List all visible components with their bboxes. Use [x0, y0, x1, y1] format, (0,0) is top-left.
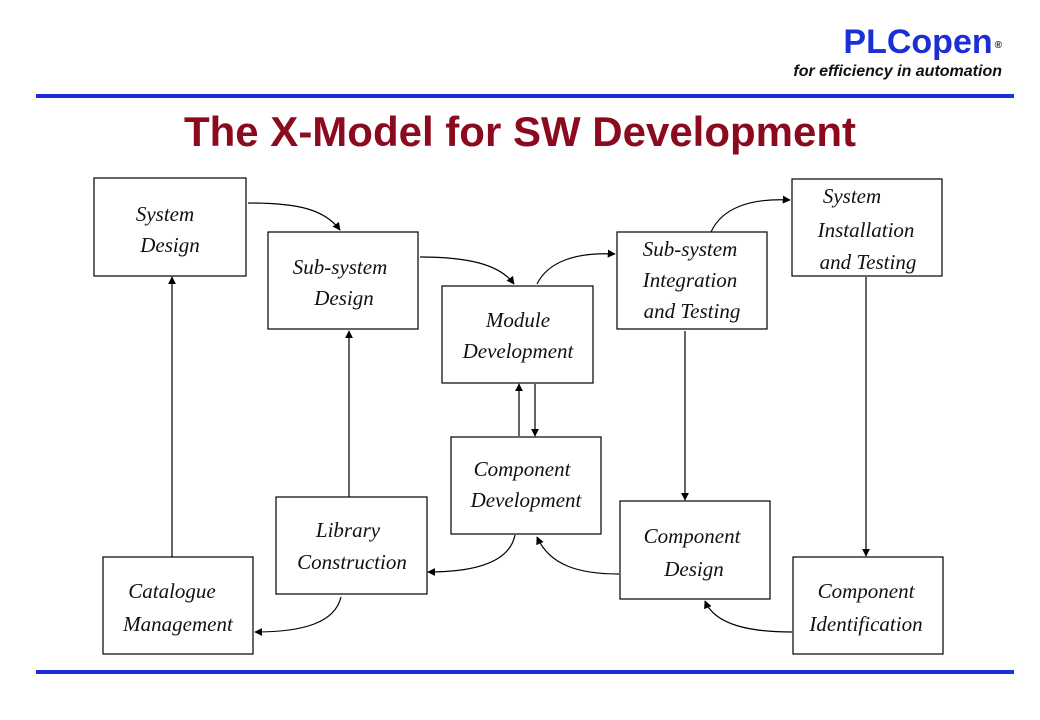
brand-tagline: for efficiency in automation: [793, 63, 1002, 80]
subsystem-integration-line2: Integration: [642, 268, 738, 292]
registered-mark: ®: [994, 40, 1002, 51]
arrow-library-to-catalogue: [254, 596, 342, 636]
system-installation-box: System Installation and Testing: [791, 178, 943, 277]
component-design-line2: Design: [663, 557, 724, 581]
system-design-box: System Design: [93, 177, 247, 277]
subsystem-design-box: Sub-system Design: [267, 231, 419, 330]
subsystem-integration-box: Sub-system Integration and Testing: [616, 231, 768, 330]
plcopen-logo: PLCopen® for efficiency in automation: [793, 24, 1002, 82]
top-divider: [36, 94, 1014, 98]
arrow-subsystem-to-module: [419, 256, 515, 285]
subsystem-design-line1: Sub-system: [293, 255, 387, 279]
subsystem-design-line2: Design: [313, 286, 374, 310]
component-development-line2: Development: [470, 488, 583, 512]
system-installation-line1: System: [823, 184, 881, 208]
bottom-divider: [36, 670, 1014, 674]
arrow-system-to-subsystem-design: [247, 202, 341, 231]
catalogue-management-line2: Management: [122, 612, 234, 636]
component-design-box: Component Design: [619, 500, 771, 600]
catalogue-management-box: Catalogue Management: [102, 556, 254, 655]
module-development-line2: Development: [462, 339, 575, 363]
component-identification-line2: Identification: [808, 612, 922, 636]
subsystem-integration-line1: Sub-system: [643, 237, 737, 261]
arrow-component-dev-to-library: [427, 534, 516, 576]
component-development-line1: Component: [474, 457, 572, 481]
catalogue-management-line1: Catalogue: [128, 579, 216, 603]
system-installation-line3: and Testing: [820, 250, 917, 274]
library-construction-box: Library Construction: [275, 496, 428, 595]
arrow-component-design-to-development: [536, 536, 620, 575]
slide-title: The X-Model for SW Development: [183, 108, 857, 155]
component-development-box: Component Development: [450, 436, 602, 535]
module-development-box: Module Development: [441, 285, 594, 384]
arrow-module-to-integration: [536, 249, 616, 285]
system-design-line1: System: [136, 202, 194, 226]
component-design-line1: Component: [644, 524, 742, 548]
subsystem-integration-line3: and Testing: [644, 299, 741, 323]
library-construction-line1: Library: [315, 518, 381, 542]
system-design-line2: Design: [139, 233, 200, 257]
arrow-integration-to-installation: [710, 195, 791, 233]
library-construction-line2: Construction: [297, 550, 407, 574]
brand-name: PLCopen: [843, 23, 993, 61]
module-development-line1: Module: [485, 308, 550, 332]
component-identification-line1: Component: [818, 579, 916, 603]
system-installation-line2: Installation: [817, 218, 915, 242]
arrow-identification-to-component-design: [704, 600, 793, 633]
component-identification-box: Component Identification: [792, 556, 944, 655]
